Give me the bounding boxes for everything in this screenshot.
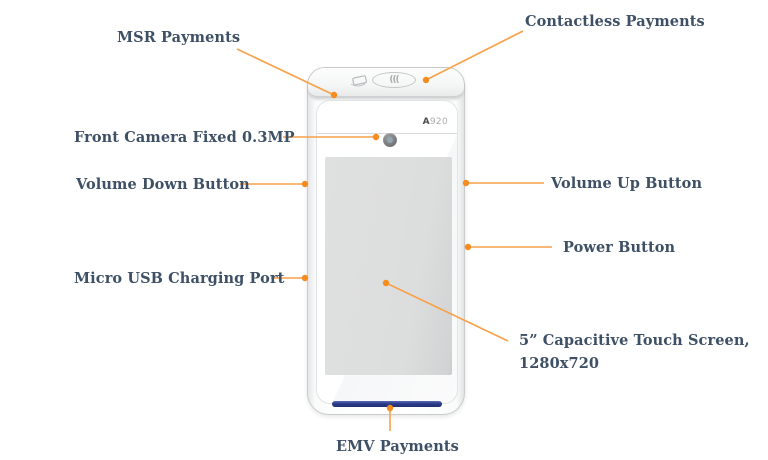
model-badge-prefix: A: [422, 117, 430, 127]
anchor-dot-power: [464, 243, 472, 251]
callout-emv-payments: EMV Payments: [336, 438, 459, 455]
touch-screen-label-line1: 5” Capacitive Touch Screen,: [519, 332, 750, 349]
model-badge-number: 920: [429, 117, 448, 127]
touch-screen: [325, 157, 452, 375]
contactless-waves-icon: (((: [372, 72, 416, 88]
callout-volume-down: Volume Down Button: [76, 176, 250, 193]
callout-contactless-payments: Contactless Payments: [525, 13, 705, 30]
callout-touch-screen: 5” Capacitive Touch Screen, 1280x720: [519, 329, 759, 375]
callout-msr-payments: MSR Payments: [117, 29, 241, 46]
camera-lens: [387, 137, 393, 143]
callout-volume-up: Volume Up Button: [551, 175, 703, 192]
device-front-face: A920: [316, 100, 458, 404]
printer-top-band: (((: [308, 68, 464, 98]
touch-screen-label-line2: 1280x720: [519, 355, 600, 372]
payment-terminal-device: ((( A920: [307, 67, 465, 415]
model-badge: A920: [423, 117, 448, 127]
contactless-hand-card-icon: [350, 75, 367, 87]
callout-micro-usb: Micro USB Charging Port: [74, 270, 285, 287]
emv-card-slot: [332, 401, 442, 407]
callout-front-camera: Front Camera Fixed 0.3MP: [74, 129, 295, 146]
callout-power-button: Power Button: [563, 239, 676, 256]
front-camera-icon: [383, 133, 397, 147]
